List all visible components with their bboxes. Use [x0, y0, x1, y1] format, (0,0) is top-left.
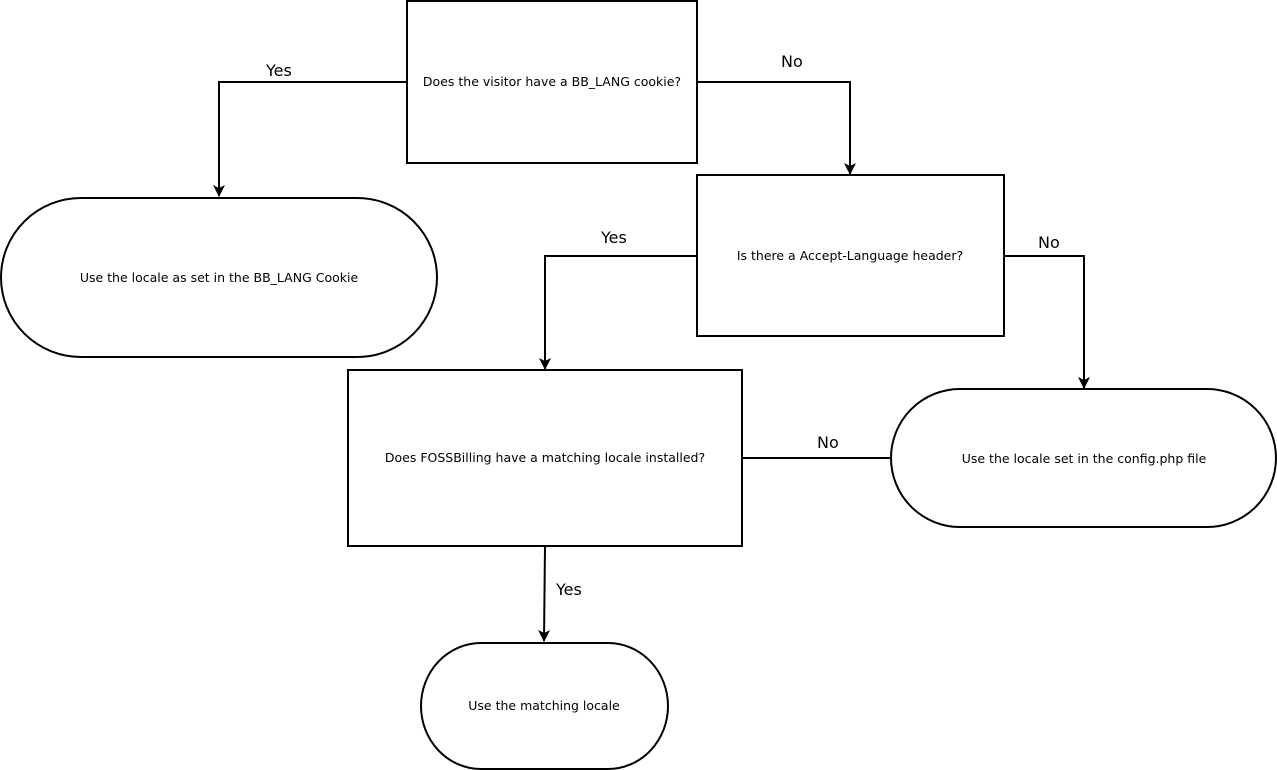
- label-match-yes: Yes: [555, 580, 582, 599]
- decision-cookie: Does the visitor have a BB_LANG cookie?: [406, 0, 698, 164]
- decision-accept-language: Is there a Accept-Language header?: [696, 174, 1005, 337]
- terminal-config-locale-text: Use the locale set in the config.php fil…: [962, 451, 1207, 466]
- edges: [213, 81, 1090, 642]
- decision-cookie-text: Does the visitor have a BB_LANG cookie?: [423, 74, 681, 89]
- terminal-matching-locale-text: Use the matching locale: [468, 698, 620, 713]
- edge-header-yes: [539, 255, 697, 370]
- label-header-yes: Yes: [600, 228, 627, 247]
- decision-accept-language-box: [696, 174, 1005, 337]
- label-header-no: No: [1038, 233, 1060, 252]
- edge-cookie-yes: [213, 81, 407, 197]
- decision-matching-locale-text: Does FOSSBilling have a matching locale …: [385, 450, 705, 465]
- terminal-config-locale: Use the locale set in the config.php fil…: [890, 388, 1277, 528]
- edge-cookie-no: [697, 81, 856, 175]
- terminal-matching-locale-shape: [420, 642, 669, 770]
- terminal-config-locale-shape: [890, 388, 1277, 528]
- terminal-cookie-locale-text: Use the locale as set in the BB_LANG Coo…: [80, 270, 359, 285]
- label-match-no: No: [817, 433, 839, 452]
- edge-header-no: [1004, 255, 1090, 389]
- decision-cookie-box: [406, 0, 698, 164]
- terminal-cookie-locale-shape: [0, 197, 438, 358]
- edge-match-yes: [538, 545, 551, 642]
- terminal-matching-locale: Use the matching locale: [420, 642, 669, 770]
- label-cookie-yes: Yes: [265, 61, 292, 80]
- decision-accept-language-text: Is there a Accept-Language header?: [737, 248, 963, 263]
- decision-matching-locale-box: [347, 369, 743, 547]
- decision-matching-locale: Does FOSSBilling have a matching locale …: [347, 369, 743, 547]
- label-cookie-no: No: [781, 52, 803, 71]
- terminal-cookie-locale: Use the locale as set in the BB_LANG Coo…: [0, 197, 438, 358]
- edge-labels: Yes No Yes No No Yes: [265, 52, 1060, 599]
